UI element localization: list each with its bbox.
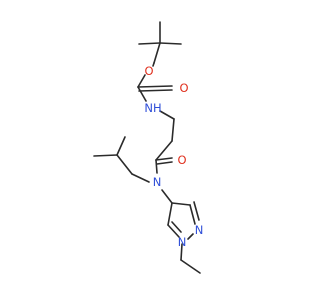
- nh-atom-label: NH: [144, 101, 161, 115]
- bond: [156, 161, 173, 165]
- bond: [159, 110, 175, 120]
- nitrogen-atom-label: N: [178, 235, 187, 249]
- bond: [159, 42, 182, 45]
- bond: [138, 42, 161, 45]
- bond: [153, 42, 161, 64]
- bond: [189, 204, 196, 225]
- bond: [155, 159, 158, 174]
- bond: [116, 154, 133, 175]
- nitrogen-atom-label: N: [195, 223, 204, 237]
- bond: [180, 243, 183, 261]
- bond: [161, 189, 173, 204]
- bond: [167, 224, 180, 238]
- bond: [180, 259, 201, 274]
- oxygen-atom-label: O: [179, 81, 188, 95]
- nitrogen-atom-label: N: [153, 175, 162, 189]
- oxygen-atom-label: O: [144, 64, 153, 78]
- bond: [171, 221, 182, 233]
- bond: [131, 173, 150, 183]
- oxygen-atom-label: O: [177, 153, 186, 167]
- molecule-svg: O O NH O N N N: [93, 21, 204, 274]
- bond: [137, 74, 146, 88]
- bond: [171, 118, 175, 142]
- molecule-structure-diagram: O O NH O N N N: [93, 21, 204, 274]
- bond: [93, 154, 118, 157]
- bond: [171, 202, 191, 206]
- bond: [116, 136, 126, 156]
- bond: [155, 140, 173, 161]
- bond: [155, 157, 173, 161]
- bond: [167, 202, 173, 226]
- bond: [152, 62, 155, 67]
- bond: [187, 233, 194, 240]
- bond: [193, 201, 200, 221]
- bond: [137, 85, 173, 88]
- bond: [137, 86, 147, 102]
- bond: [138, 89, 173, 92]
